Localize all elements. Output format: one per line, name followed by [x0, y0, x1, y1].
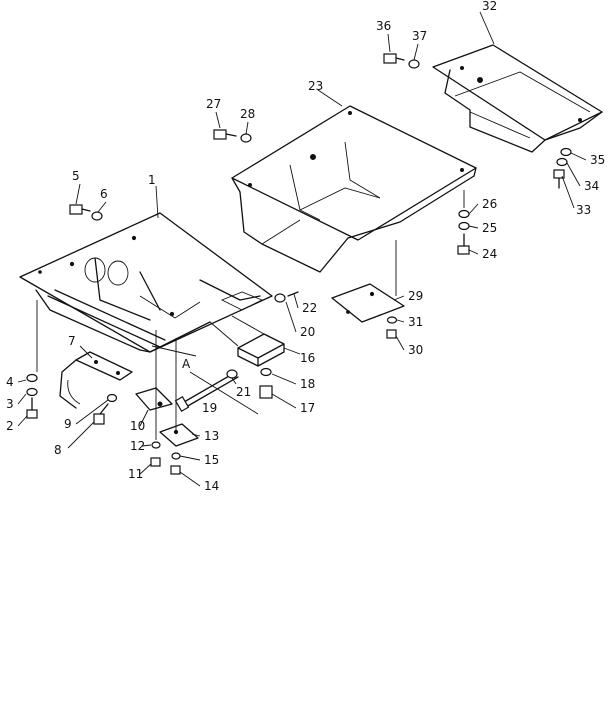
callout-24: 24: [482, 247, 497, 261]
callout-30: 30: [408, 343, 423, 357]
part-14-bolt: [170, 465, 181, 475]
part-1-floor-frame: [19, 212, 273, 353]
callout-15: 15: [204, 453, 219, 467]
part-37-washer: [408, 59, 420, 69]
part-19-long-bolt: [174, 371, 239, 413]
callout-25: 25: [482, 221, 497, 235]
part-25-washer: [458, 221, 470, 231]
callout-28: 28: [240, 107, 255, 121]
callout-12: 12: [130, 439, 145, 453]
part-23-floor-pan: [231, 105, 477, 273]
callout-7: 7: [68, 334, 76, 348]
callout-16: 16: [300, 351, 315, 365]
callout-21: 21: [236, 385, 251, 399]
part-4-washer: [26, 373, 38, 383]
callout-13: 13: [204, 429, 219, 443]
callout-33: 33: [576, 203, 591, 217]
callout-23: 23: [308, 79, 323, 93]
callout-4: 4: [6, 375, 14, 389]
part-6-washer: [91, 211, 103, 221]
part-34-washer: [556, 157, 568, 167]
part-15-washer: [171, 452, 181, 460]
part-35-washer: [560, 147, 572, 157]
part-7-bracket: [59, 351, 133, 409]
part-8-bolt: [93, 413, 105, 425]
part-21-nut: [226, 369, 238, 379]
callout-27: 27: [206, 97, 221, 111]
callout-22: 22: [302, 301, 317, 315]
callout-34: 34: [584, 179, 599, 193]
part-12-washer: [151, 441, 161, 449]
callout-36: 36: [376, 19, 391, 33]
callout-5: 5: [72, 169, 80, 183]
callout-35: 35: [590, 153, 605, 167]
part-32-rear-cover: [432, 44, 603, 153]
callout-6: 6: [100, 187, 108, 201]
part-17-bolt: [259, 385, 273, 399]
callout-3: 3: [6, 397, 14, 411]
callout-8: 8: [54, 443, 62, 457]
part-3-washer: [26, 387, 38, 397]
part-10-plate: [135, 387, 173, 411]
reference-mark-a: A: [182, 357, 191, 371]
callout-14: 14: [204, 479, 219, 493]
callout-29: 29: [408, 289, 423, 303]
part-27-bolt: [213, 129, 227, 140]
callout-20: 20: [300, 325, 315, 339]
leader-lines: [36, 11, 495, 440]
callout-leaders: [17, 33, 587, 487]
part-11-bolt: [150, 457, 161, 467]
part-26-washer: [458, 209, 470, 219]
part-29-cover-plate: [331, 283, 405, 323]
part-13-plate: [159, 423, 199, 447]
part-31-washer: [386, 316, 398, 324]
callout-26: 26: [482, 197, 497, 211]
callout-9: 9: [64, 417, 72, 431]
part-5-bolt: [69, 204, 83, 215]
callout-17: 17: [300, 401, 315, 415]
callout-11: 11: [128, 467, 143, 481]
callout-18: 18: [300, 377, 315, 391]
callout-37: 37: [412, 29, 427, 43]
part-9-washer: [106, 393, 118, 403]
part-20-nut: [274, 293, 286, 303]
part-24-bolt: [457, 245, 470, 255]
callout-2: 2: [6, 419, 14, 433]
callout-1: 1: [148, 173, 156, 187]
part-16-block: [237, 333, 285, 367]
callout-32: 32: [482, 0, 497, 13]
callout-19: 19: [202, 401, 217, 415]
callout-labels: 1 2 3 4 5 6 7 8 9 10 11 12 13 14 15 16 1…: [6, 0, 605, 493]
part-2-bolt: [26, 409, 38, 419]
part-36-bolt: [383, 53, 397, 64]
part-18-washer: [260, 367, 272, 377]
part-30-bolt: [386, 329, 397, 339]
hardware-group: [26, 53, 572, 475]
callout-10: 10: [130, 419, 145, 433]
callout-31: 31: [408, 315, 423, 329]
part-28-washer: [240, 133, 252, 143]
part-22-stud: [287, 291, 299, 297]
